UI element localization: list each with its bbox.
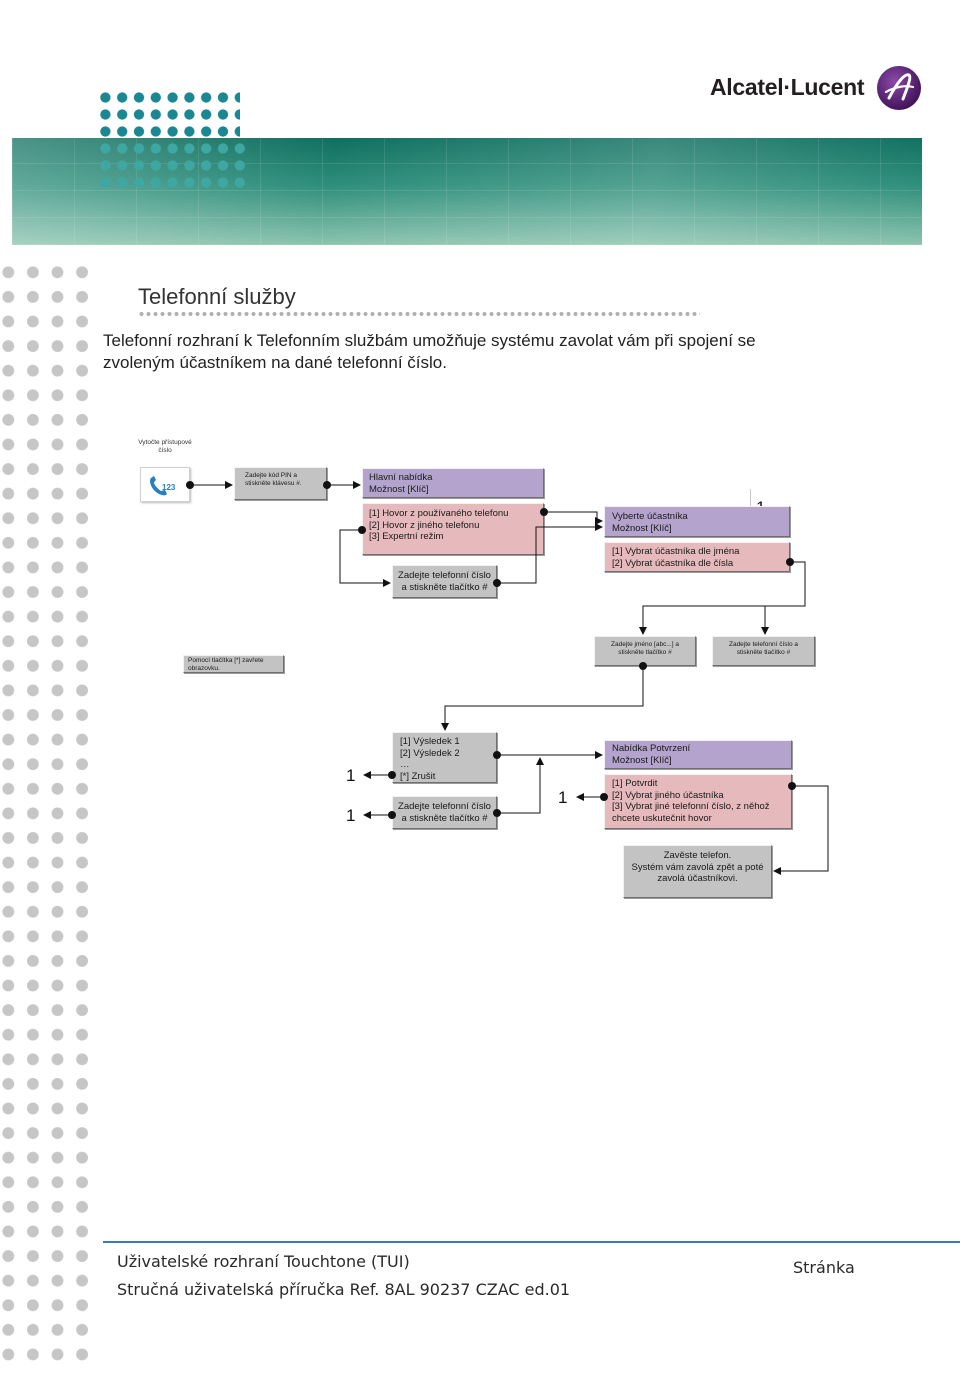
close-screen-line: Pomocí tlačítka [*] zavřete [188, 657, 264, 664]
confirm-menu-header: Nabídka Potvrzení Možnost [Klíč] [604, 740, 792, 769]
hang-up-line: Systém vám zavolá zpět a poté [631, 861, 764, 873]
header-dot-pattern [97, 89, 240, 140]
menu-option: [3] Expertní režim [369, 531, 444, 542]
pin-line: stiskněte klávesu #. [245, 480, 302, 487]
result-item: [1] Výsledek 1 [400, 736, 460, 747]
pin-line: Zadejte kód PIN a [245, 472, 298, 479]
select-party-subtitle: Možnost [Klíč] [612, 522, 672, 534]
enter-number-line: Zadejte telefonní číslo [398, 801, 491, 812]
enter-name-box: Zadejte jméno [abc...] a stiskněte tlačí… [594, 636, 696, 666]
connector-name-to-results [441, 666, 644, 731]
confirm-menu-options: [1] Potvrdit [2] Vybrat jiného účastníka… [604, 774, 792, 829]
intro-line: zvoleným účastníkem na dané telefonní čí… [103, 353, 447, 372]
select-party-options: [1] Vybrat účastníka dle jména [2] Vybra… [604, 542, 790, 572]
menu-option: chcete uskutečnit hovor [612, 812, 712, 824]
enter-number-box-2: Zadejte telefonní číslo a stiskněte tlač… [392, 796, 497, 829]
menu-option: [2] Hovor z jiného telefonu [369, 519, 480, 531]
menu-option: [1] Vybrat účastníka dle jména [612, 546, 740, 557]
dial-label-line: Vytočte přístupové [138, 439, 192, 446]
footer-divider [103, 1241, 960, 1243]
close-screen-box: Pomocí tlačítka [*] zavřete obrazovku. [183, 655, 284, 673]
menu-option: [1] Potvrdit [612, 778, 658, 789]
footer-section-title: Uživatelské rozhraní Touchtone (TUI) [117, 1252, 410, 1271]
footer-document-reference: Stručná uživatelská příručka Ref. 8AL 90… [117, 1280, 571, 1299]
select-party-header: Vyberte účastníka Možnost [Klíč] [604, 506, 790, 537]
dial-access-number-label: Vytočte přístupové číslo [128, 439, 202, 455]
select-party-title: Vyberte účastníka [612, 511, 688, 522]
phone-icon-label: 123 [162, 483, 176, 492]
enter-name-line: stiskněte tlačítko # [618, 649, 672, 656]
enter-number-line: a stiskněte tlačítko # [401, 812, 488, 824]
main-menu-header: Hlavní nabídka Možnost [Klíč] [362, 468, 544, 498]
enter-name-line: Zadejte jméno [abc...] a [611, 641, 679, 648]
main-menu-options: [1] Hovor z používaného telefonu [2] Hov… [362, 503, 544, 555]
result-item: [*] Zrušit [400, 770, 436, 782]
enter-pin-box: Zadejte kód PIN a stiskněte klávesu #. [234, 467, 327, 500]
intro-line: Telefonní rozhraní k Telefonním službám … [103, 331, 756, 350]
menu-option: [1] Hovor z používaného telefonu [369, 508, 509, 519]
search-results-box: [1] Výsledek 1 [2] Výsledek 2 … [*] Zruš… [392, 732, 497, 783]
phone-step: 123 [140, 467, 190, 502]
enter-number-line: Zadejte telefonní číslo a [728, 641, 798, 648]
footer-page-label: Stránka [793, 1258, 855, 1277]
menu-option: [3] Vybrat jiné telefonní číslo, z něhož [612, 801, 770, 812]
return-marker: 1 [558, 788, 568, 807]
enter-number-line: a stiskněte tlačítko # [401, 581, 488, 593]
menu-option: [2] Vybrat účastníka dle čísla [612, 557, 734, 569]
return-marker: 1 [346, 806, 356, 825]
enter-number-by-digits-box: Zadejte telefonní číslo a stiskněte tlač… [712, 636, 815, 666]
result-item: [2] Výsledek 2 [400, 747, 460, 759]
main-menu-subtitle: Možnost [Klíč] [369, 483, 429, 495]
hang-up-box: Zavěste telefon. Systém vám zavolá zpět … [623, 845, 772, 898]
company-wordmark: Alcatel·Lucent [710, 74, 865, 100]
intro-paragraph: Telefonní rozhraní k Telefonním službám … [103, 330, 756, 374]
hang-up-line: Zavěste telefon. [663, 850, 732, 861]
connector-menu-to-select-party [544, 511, 603, 525]
enter-number-line: stiskněte tlačítko # [736, 649, 791, 656]
alcatel-lucent-logo-icon [877, 66, 921, 110]
confirm-menu-subtitle: Možnost [Klíč] [612, 754, 672, 766]
phone-icon: 123 [150, 476, 176, 496]
connector-number-to-confirm [497, 757, 544, 814]
result-item: … [400, 759, 410, 770]
confirm-menu-title: Nabídka Potvrzení [612, 743, 691, 754]
enter-number-line: Zadejte telefonní číslo [398, 570, 491, 581]
hang-up-line: zavolá účastníkovi. [657, 873, 738, 884]
connector-select-to-enter-name [639, 561, 806, 635]
side-dot-pattern [0, 260, 94, 1373]
menu-option: [2] Vybrat jiného účastníka [612, 789, 724, 801]
title-divider [138, 311, 700, 317]
close-screen-line: obrazovku. [188, 665, 220, 672]
enter-number-box: Zadejte telefonní číslo a stiskněte tlač… [392, 565, 497, 598]
dial-label-line: číslo [158, 447, 172, 454]
return-marker: 1 [346, 766, 356, 785]
header-dot-pattern-lower [97, 140, 249, 191]
main-menu-title: Hlavní nabídka [369, 472, 433, 483]
page-title: Telefonní služby [138, 284, 296, 309]
